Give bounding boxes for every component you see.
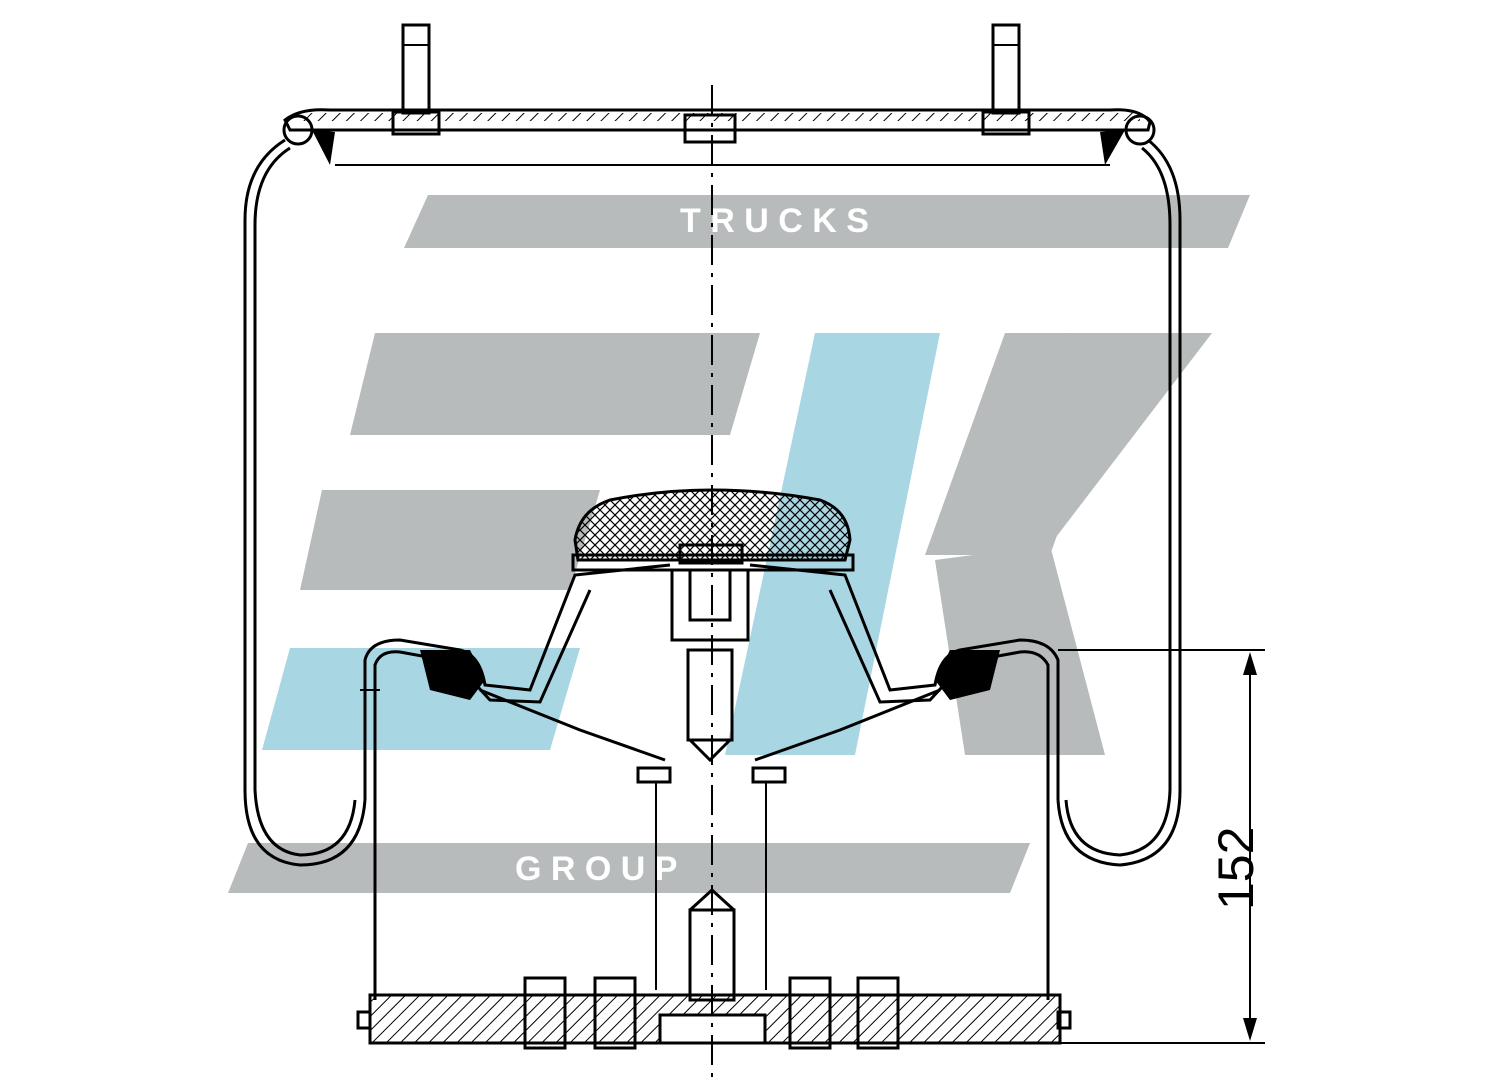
logo-e-bar-1 (350, 333, 760, 435)
base-bolts (523, 976, 900, 1050)
logo-bar-top (404, 195, 1250, 248)
center-bolt (636, 568, 787, 1002)
stud-right (981, 23, 1031, 136)
watermark-logo: T R U C K S G R O U P (228, 195, 1250, 893)
logo-e-bar-3 (262, 648, 580, 750)
logo-e-bar-2 (300, 490, 600, 590)
logo-k-arm-upper (930, 333, 1212, 545)
stud-left (391, 23, 441, 136)
logo-bar-bottom (228, 843, 1030, 893)
top-plate (282, 23, 1156, 165)
watermark-top-text: T R U C K S (680, 202, 869, 240)
dimension-label: 152 (1208, 827, 1264, 910)
center-nut (683, 113, 737, 144)
height-dimension: 152 (1058, 649, 1265, 1044)
logo-k-arm-lower (935, 545, 1105, 755)
base-plate (356, 976, 1072, 1050)
watermark-bottom-text: G R O U P (515, 850, 677, 888)
piston (360, 563, 1060, 1000)
bellows (243, 138, 1182, 867)
